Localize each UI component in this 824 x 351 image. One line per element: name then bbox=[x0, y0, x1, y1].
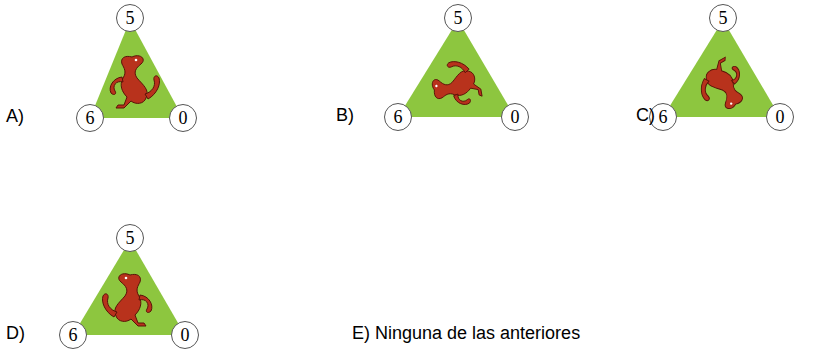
bird-figure bbox=[110, 56, 159, 108]
triangle bbox=[398, 20, 515, 117]
vertex-number: 5 bbox=[719, 9, 728, 27]
number-circle: 5 bbox=[116, 224, 144, 252]
triangle bbox=[73, 240, 185, 335]
triangle bbox=[663, 20, 780, 117]
bird-figure bbox=[429, 58, 483, 110]
option-text: E) Ninguna de las anteriores bbox=[352, 324, 580, 344]
triangle bbox=[90, 20, 183, 118]
vertex-number: 0 bbox=[179, 109, 188, 127]
option-letter: C) bbox=[636, 106, 655, 126]
option-letter: D) bbox=[6, 324, 25, 344]
option-letter: B) bbox=[336, 106, 354, 126]
vertex-number: 6 bbox=[659, 108, 668, 126]
vertex-number: 0 bbox=[511, 108, 520, 126]
bird-figure bbox=[691, 55, 753, 118]
number-circle: 5 bbox=[116, 4, 144, 32]
vertex-number: 5 bbox=[454, 9, 463, 27]
vertex-number: 0 bbox=[776, 108, 785, 126]
bird-figure bbox=[102, 274, 151, 326]
number-circle: 5 bbox=[709, 4, 737, 32]
vertex-number: 5 bbox=[126, 229, 135, 247]
option-letter: A) bbox=[6, 107, 24, 127]
number-circle: 0 bbox=[171, 321, 199, 349]
vertex-number: 0 bbox=[181, 326, 190, 344]
number-circle: 0 bbox=[766, 103, 794, 131]
number-circle: 6 bbox=[384, 103, 412, 131]
vertex-number: 6 bbox=[394, 108, 403, 126]
number-circle: 0 bbox=[501, 103, 529, 131]
number-circle: 6 bbox=[59, 321, 87, 349]
vertex-number: 5 bbox=[126, 9, 135, 27]
vertex-number: 6 bbox=[69, 326, 78, 344]
number-circle: 0 bbox=[169, 104, 197, 132]
number-circle: 5 bbox=[444, 4, 472, 32]
vertex-number: 6 bbox=[86, 109, 95, 127]
number-circle: 6 bbox=[76, 104, 104, 132]
